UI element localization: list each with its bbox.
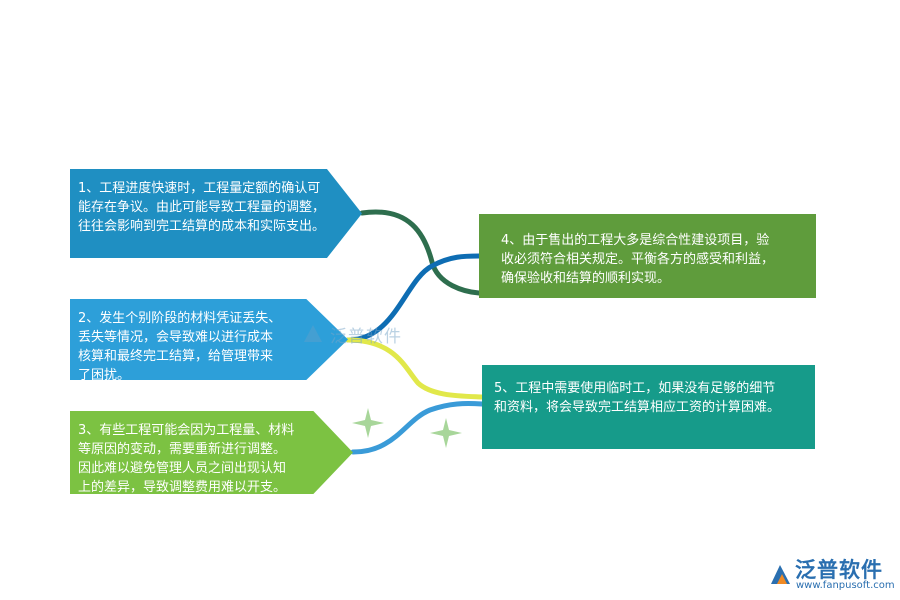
connector-2 [345,253,482,343]
brand-name: 泛普软件 [795,558,883,582]
brand-logo: 泛普软件 www.fanpusoft.com [768,554,895,598]
brand-logo-icon [771,565,790,584]
item-2-box: 2、发生个别阶段的材料凭证丢失、 丢失等情况，会导致难以进行成本 核算和最终完工… [70,299,348,380]
item-1-box: 1、工程进度快速时，工程量定额的确认可 能存在争议。由此可能导致工程量的调整， … [70,169,362,258]
connector-3 [345,337,485,400]
brand-url: www.fanpusoft.com [796,580,895,591]
connector-1 [359,209,482,296]
watermark-logo-icon [304,325,322,342]
sparkle-icon [430,418,462,448]
sparkle-icon [352,408,384,438]
item-3-box: 3、有些工程可能会因为工程量、材料 等原因的变动，需要重新进行调整。 因此难以避… [70,411,353,494]
item-5-box: 5、工程中需要使用临时工，如果没有足够的细节 和资料，将会导致完工结算相应工资的… [482,365,815,449]
connector-4 [350,401,485,455]
item-4-box: 4、由于售出的工程大多是综合性建设项目，验 收必须符合相关规定。平衡各方的感受和… [479,214,816,298]
watermark-text: 泛普软件 [330,327,402,347]
